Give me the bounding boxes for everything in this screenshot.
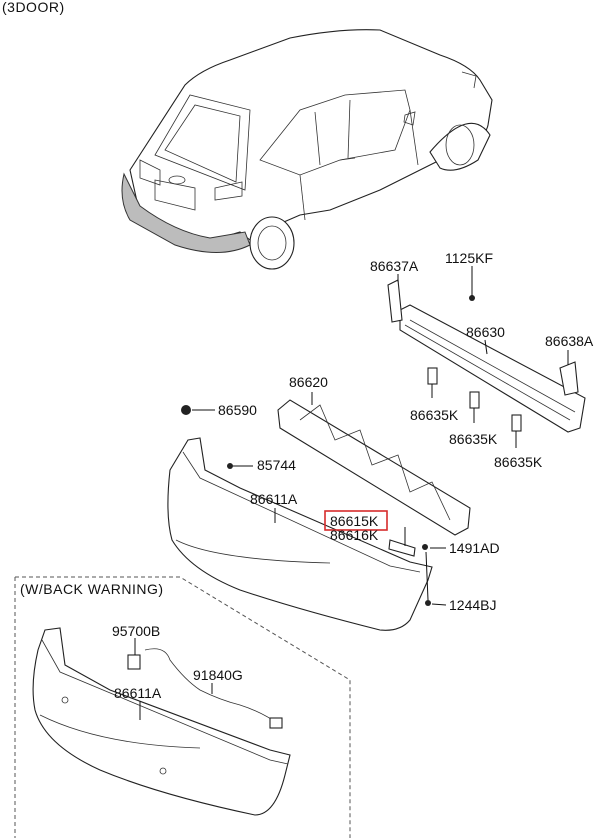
inset-title: (W/BACK WARNING) [20, 581, 164, 597]
energy-absorber-86620 [277, 399, 471, 536]
label-1244BJ: 1244BJ [449, 597, 496, 613]
label-1491AD: 1491AD [449, 540, 500, 556]
label-85744: 85744 [257, 457, 296, 473]
label-86635K-3: 86635K [494, 454, 543, 470]
label-95700B: 95700B [112, 623, 160, 639]
label-86616K: 86616K [330, 527, 379, 543]
label-86620: 86620 [289, 374, 328, 390]
label-86611A: 86611A [250, 491, 298, 507]
label-86637A: 86637A [370, 258, 419, 274]
label-86630: 86630 [466, 324, 505, 340]
label-91840G: 91840G [193, 667, 243, 683]
car-illustration [121, 29, 493, 270]
bumper-beam-86630 [387, 279, 586, 433]
label-86635K-1: 86635K [410, 407, 459, 423]
label-86615K[interactable]: 86615K [330, 513, 379, 529]
part-labels: 86637A 1125KF 86630 86638A 86620 86590 8… [112, 250, 594, 701]
bumper-cover-86611A [167, 405, 433, 631]
label-86590: 86590 [218, 402, 257, 418]
label-1125KF: 1125KF [445, 250, 493, 266]
leader-lines [134, 266, 569, 720]
label-86611A-inset: 86611A [114, 685, 162, 701]
label-86635K-2: 86635K [449, 431, 498, 447]
variant-header: (3DOOR) [2, 0, 65, 15]
highlight-box-86615K [324, 510, 388, 531]
label-86638A: 86638A [545, 333, 594, 349]
back-warning-inset: (W/BACK WARNING) [14, 576, 351, 838]
